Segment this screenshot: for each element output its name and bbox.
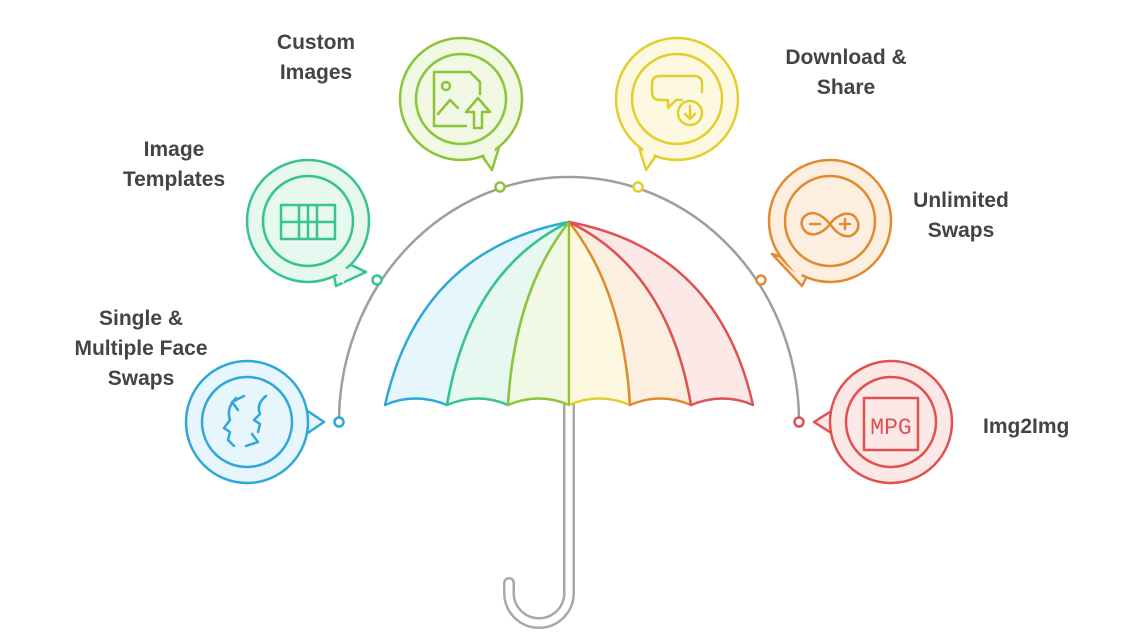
bubble-templates xyxy=(245,158,371,288)
mpg-icon-text: MPG xyxy=(870,415,911,441)
label-line: Custom xyxy=(276,31,356,54)
template-grid-icon xyxy=(279,203,337,241)
canopy-panel-red xyxy=(567,220,755,407)
infinity-plus-minus-icon xyxy=(800,211,860,238)
bubble-custom-images xyxy=(398,36,524,172)
label-line: Unlimited xyxy=(913,189,1009,212)
bubble-unlimited-swaps xyxy=(767,158,893,288)
connector-arc xyxy=(337,175,801,423)
label-single-multiple-face-swaps: Single & Multiple Face Swaps xyxy=(61,304,221,394)
mpg-file-icon xyxy=(862,396,920,452)
face-swap-icon xyxy=(222,394,268,448)
label-custom-images: Custom Images xyxy=(256,28,376,88)
anchor-dot-red xyxy=(793,416,805,428)
chat-download-icon xyxy=(650,74,704,127)
label-download-share: Download & Share xyxy=(764,43,928,103)
image-upload-icon xyxy=(432,70,492,130)
label-line: Swaps xyxy=(107,367,175,390)
anchor-dot-orange xyxy=(755,274,767,286)
bubble-download-share xyxy=(614,36,740,172)
label-line: Image xyxy=(143,138,205,161)
anchor-dot-green xyxy=(494,181,506,193)
anchor-dot-blue xyxy=(333,416,345,428)
umbrella-handle xyxy=(503,399,575,629)
anchor-dot-teal xyxy=(371,274,383,286)
label-line: Templates xyxy=(122,168,226,191)
label-line: Multiple Face xyxy=(74,337,208,360)
label-img2img: Img2Img xyxy=(983,412,1103,442)
label-line: Download & xyxy=(785,46,907,69)
label-line: Share xyxy=(816,76,876,99)
label-line: Images xyxy=(279,61,353,84)
anchor-dot-yellow xyxy=(632,181,644,193)
label-line: Single & xyxy=(98,307,183,330)
umbrella-canopy xyxy=(383,220,755,407)
canopy-panel-green xyxy=(506,220,571,407)
bubble-img2img: MPG xyxy=(812,359,954,485)
bubble-face-swaps xyxy=(184,359,326,485)
label-unlimited-swaps: Unlimited Swaps xyxy=(894,186,1028,246)
label-line: Img2Img xyxy=(983,415,1070,438)
label-image-templates: Image Templates xyxy=(104,135,244,195)
label-line: Swaps xyxy=(927,219,995,242)
